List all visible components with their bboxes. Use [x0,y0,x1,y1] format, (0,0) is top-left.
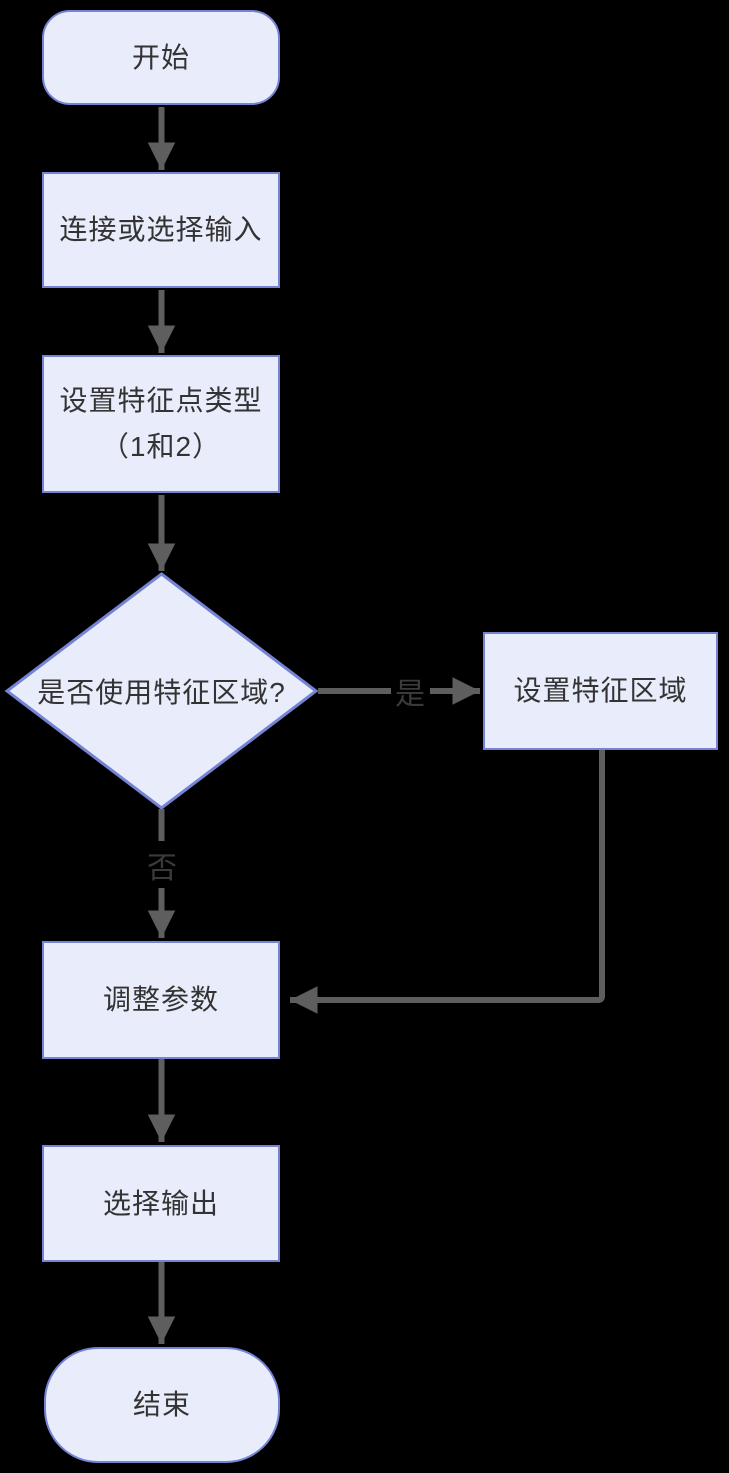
edge-label-no: 否 [147,852,177,885]
feature-type-node-line1: 设置特征点类型 [59,385,263,416]
end-node: 结束 [44,1347,280,1463]
start-node-label: 开始 [131,41,190,73]
feature-type-node: 设置特征点类型 （1和2） [42,355,280,493]
feature-type-node-line2: （1和2） [100,431,222,462]
decision-node-label: 是否使用特征区域? [37,677,286,708]
select-output-node-label: 选择输出 [102,1187,219,1219]
end-node-label: 结束 [132,1389,191,1420]
edge-label-yes: 是 [395,678,425,711]
edge-region-to-adjust [290,750,605,1014]
start-node: 开始 [42,10,280,105]
connect-input-node-label: 连接或选择输入 [59,214,263,245]
adjust-params-node: 调整参数 [42,941,280,1059]
adjust-params-node-label: 调整参数 [102,984,219,1015]
select-output-node: 选择输出 [42,1145,280,1262]
connect-input-node: 连接或选择输入 [42,172,280,288]
set-region-node-label: 设置特征区域 [513,675,688,706]
set-region-node: 设置特征区域 [483,632,718,750]
decision-node: 是否使用特征区域? [7,574,316,808]
